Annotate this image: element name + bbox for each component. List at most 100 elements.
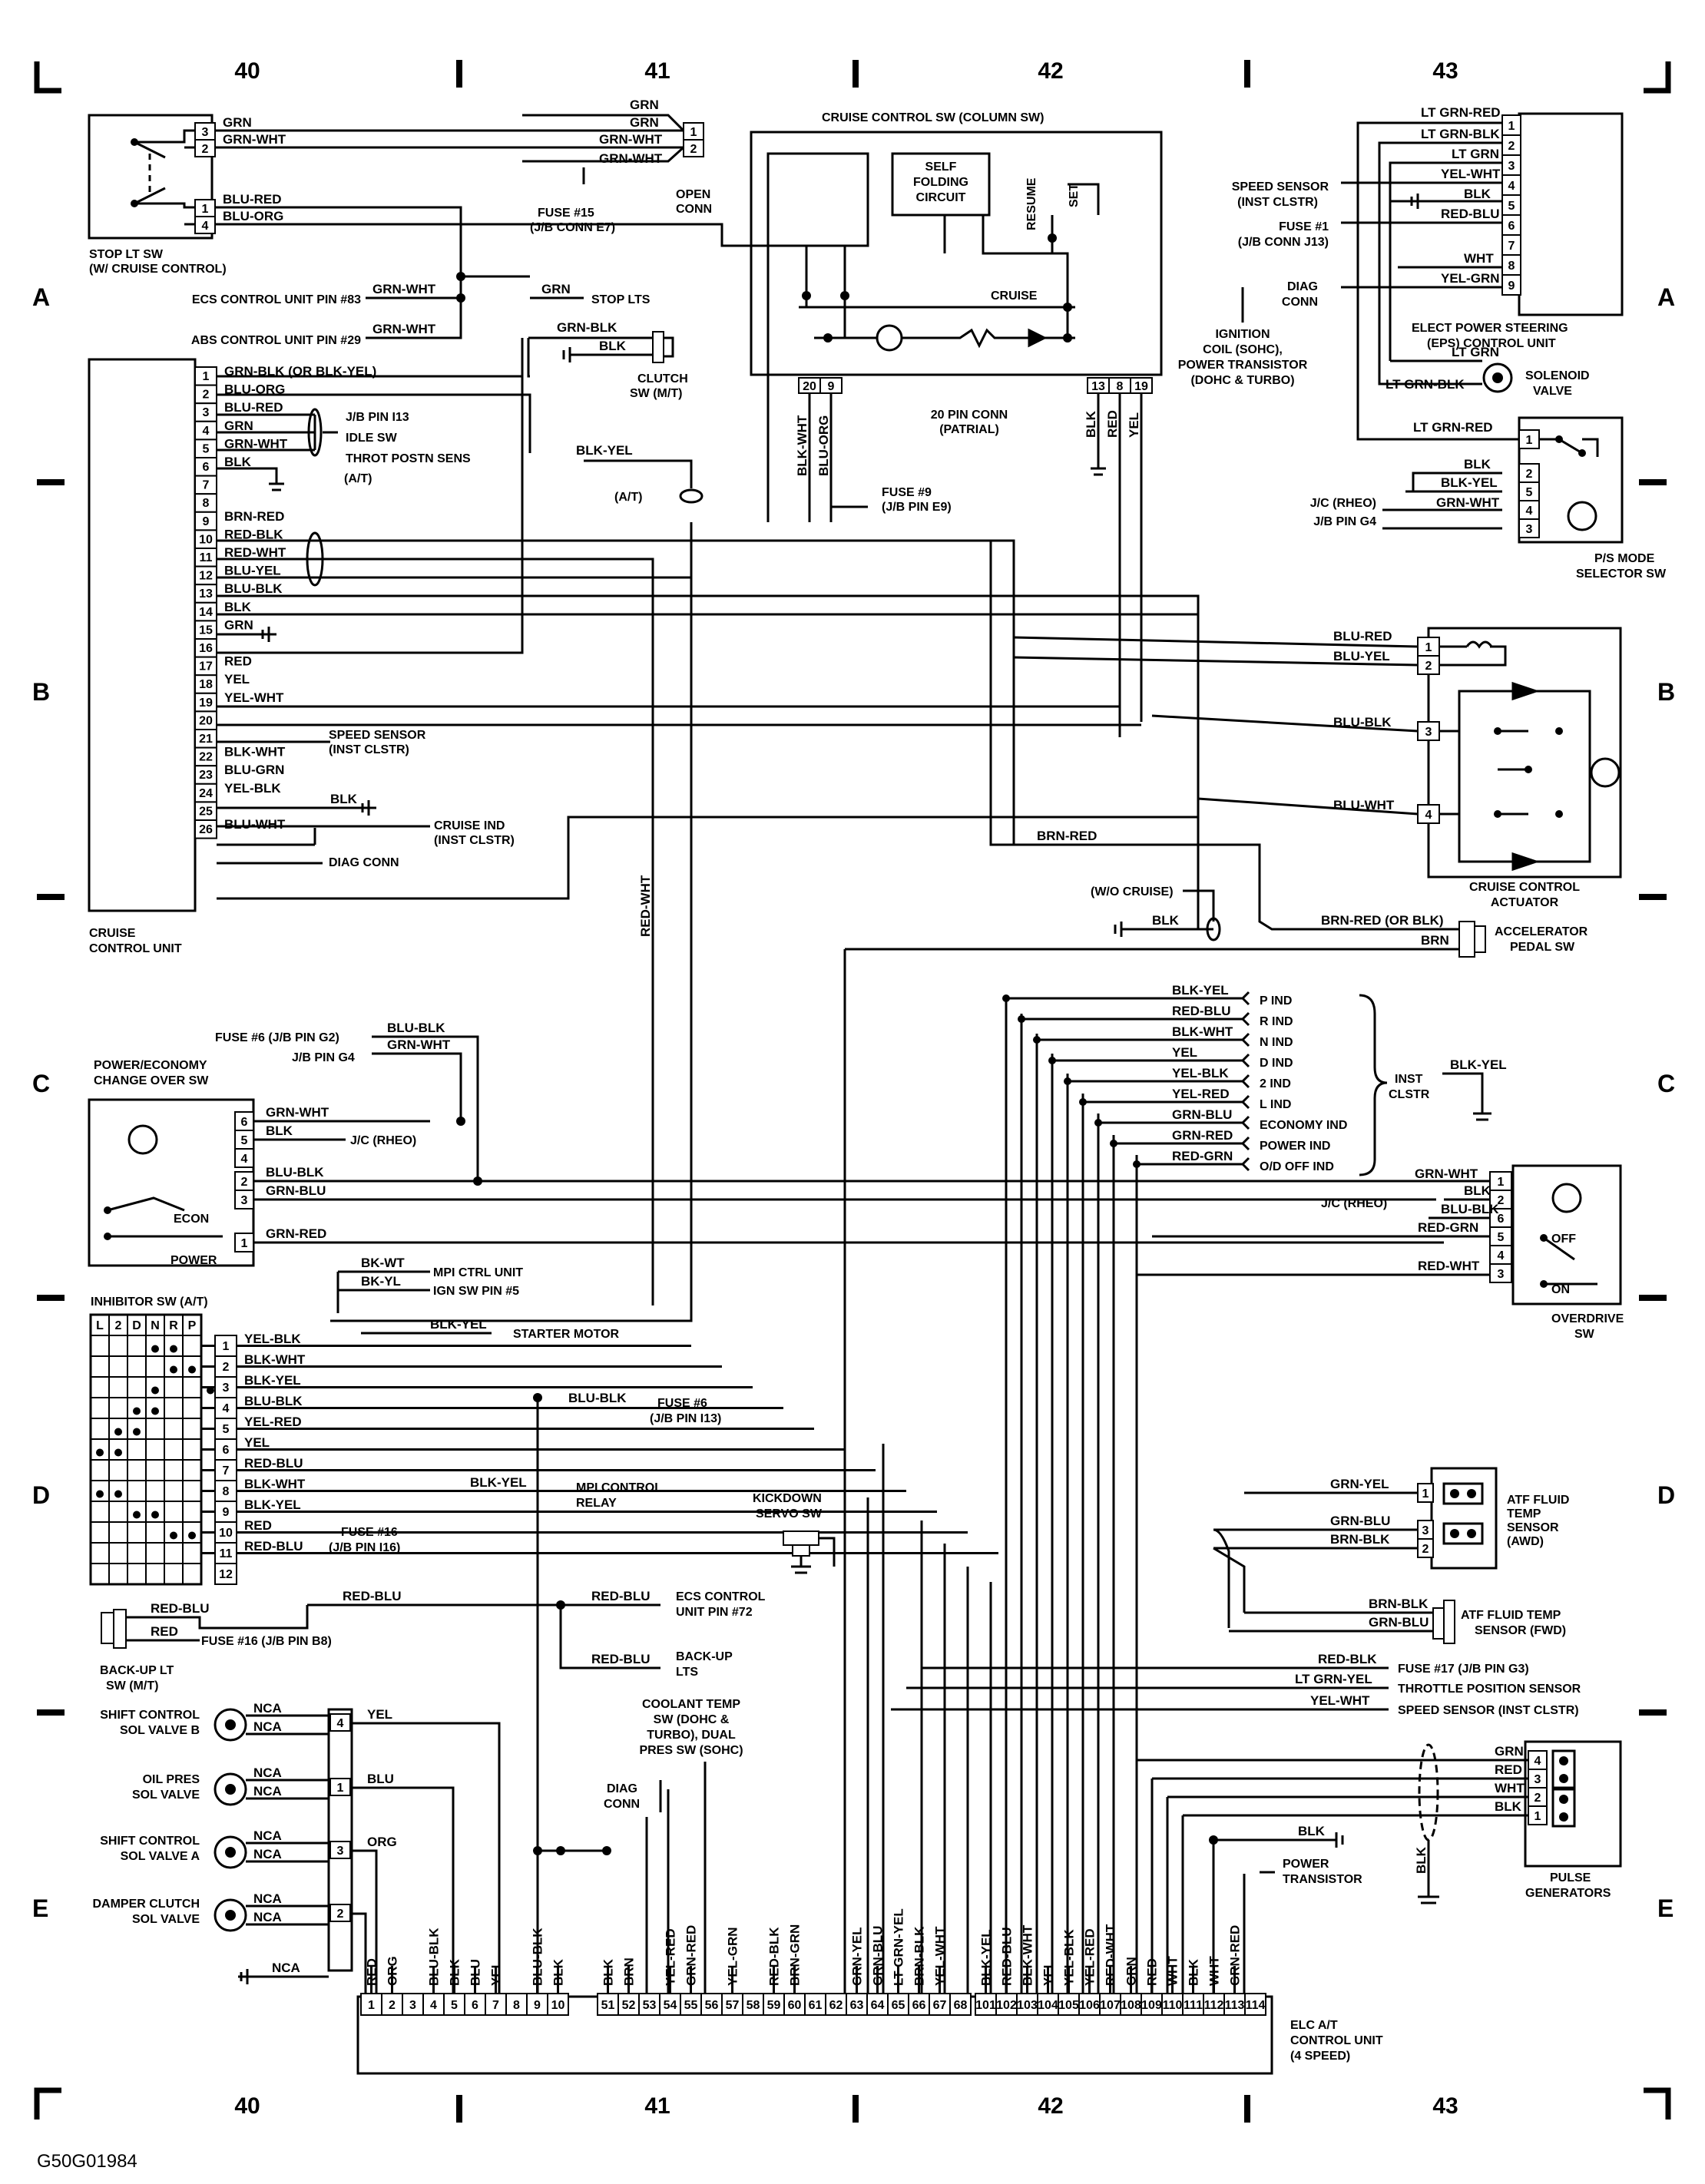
svg-text:CIRCUIT: CIRCUIT [916, 191, 966, 204]
pin-number: 65 [892, 1999, 905, 2012]
svg-text:2: 2 [1534, 1792, 1541, 1805]
svg-text:SPEED SENSOR: SPEED SENSOR [329, 729, 426, 742]
svg-text:GRN: GRN [223, 115, 252, 130]
svg-text:SET: SET [1068, 184, 1081, 207]
column-label: 41 [644, 58, 670, 84]
mid-wires-a: RED-WHT (A/T) BLK-YEL [330, 443, 704, 1322]
pin-number: 6 [1498, 1213, 1505, 1226]
svg-text:SPEED SENSOR: SPEED SENSOR [1232, 180, 1329, 194]
svg-text:BLU-ORG: BLU-ORG [223, 209, 283, 223]
gear-position-label: 2 [115, 1319, 122, 1332]
pin-number: 102 [996, 1999, 1017, 2012]
svg-text:BLU-BLK: BLU-BLK [1333, 715, 1392, 730]
svg-text:SW: SW [1574, 1328, 1595, 1341]
pin-number: 9 [534, 1999, 541, 2012]
wire-label: BLU [468, 1959, 483, 1986]
pin-number: 5 [223, 1423, 230, 1436]
svg-text:RED-BLK: RED-BLK [1318, 1652, 1377, 1666]
svg-text:SERVO SW: SERVO SW [756, 1507, 823, 1521]
svg-text:CONN: CONN [1282, 296, 1318, 309]
wire-label: GRN-BLK (OR BLK-YEL) [224, 364, 376, 379]
solenoid-valve: LT GRN LT GRN-BLK SOLENOID VALVE [1386, 345, 1590, 398]
pin-number: 67 [933, 1999, 947, 2012]
wire-label: RED-BLK [224, 527, 283, 541]
svg-text:J/B PIN G4: J/B PIN G4 [292, 1051, 355, 1064]
connector-pin [1501, 254, 1521, 276]
wire-label: RED-GRN [1172, 1149, 1233, 1163]
pin-number: 8 [203, 497, 210, 510]
svg-text:BLU-YEL: BLU-YEL [1333, 649, 1390, 663]
svg-text:RED: RED [1105, 410, 1120, 438]
component-label: OPEN [676, 188, 710, 201]
svg-text:YEL-GRN: YEL-GRN [1441, 271, 1500, 286]
svg-text:GRN-YEL: GRN-YEL [1330, 1477, 1389, 1491]
backup-light-switch: RED-BLU RED FUSE #16 (J/B PIN B8) BACK-U… [100, 1601, 332, 1693]
svg-text:ACTUATOR: ACTUATOR [1491, 896, 1559, 909]
svg-text:BLK: BLK [1464, 1183, 1491, 1198]
svg-text:BK-YL: BK-YL [361, 1274, 401, 1289]
svg-text:GRN-WHT: GRN-WHT [372, 322, 436, 336]
svg-text:O/D OFF IND: O/D OFF IND [1260, 1160, 1334, 1173]
pin-number: 13 [199, 587, 213, 601]
pin-number: 1 [1498, 1176, 1505, 1189]
svg-text:COIL (SOHC),: COIL (SOHC), [1203, 343, 1283, 356]
wire-label: YEL [224, 672, 250, 687]
wire-label: RED [244, 1518, 272, 1533]
svg-text:5: 5 [1526, 486, 1533, 499]
svg-text:CONTROL UNIT: CONTROL UNIT [89, 942, 182, 955]
svg-text:BACK-UP: BACK-UP [676, 1650, 733, 1663]
wire-label: RED-BLU [244, 1456, 303, 1471]
svg-text:P/S MODE: P/S MODE [1594, 552, 1655, 565]
svg-text:GRN-WHT: GRN-WHT [387, 1037, 451, 1052]
svg-text:STOP LTS: STOP LTS [591, 293, 651, 306]
pin-number: 23 [199, 769, 213, 782]
clutch-switch: GRN-BLK BLK CLUTCH SW (M/T) [527, 320, 688, 400]
svg-text:MPI CTRL UNIT: MPI CTRL UNIT [433, 1266, 523, 1279]
svg-text:ACCELERATOR: ACCELERATOR [1495, 925, 1588, 938]
pin-number: 5 [451, 1999, 458, 2012]
contact-dot [151, 1345, 159, 1353]
contact-dot [114, 1428, 122, 1436]
svg-text:(A/T): (A/T) [344, 472, 372, 485]
svg-text:ABS CONTROL UNIT PIN #29: ABS CONTROL UNIT PIN #29 [191, 334, 361, 347]
svg-text:CRUISE CONTROL: CRUISE CONTROL [1469, 881, 1580, 894]
wire-label: YEL-GRN [726, 1928, 740, 1987]
pin-number: 16 [199, 642, 213, 655]
svg-text:(J/B PIN E9): (J/B PIN E9) [882, 501, 952, 514]
wire-label: BLK-WHT [244, 1352, 306, 1367]
pin-number: 106 [1079, 1999, 1100, 2012]
svg-text:1: 1 [690, 126, 697, 139]
svg-text:IDLE SW: IDLE SW [346, 432, 398, 445]
svg-text:4: 4 [337, 1717, 344, 1730]
callout: FUSE #15 [538, 207, 594, 220]
svg-text:SHIFT CONTROL: SHIFT CONTROL [100, 1709, 200, 1722]
svg-text:1: 1 [1534, 1810, 1541, 1823]
wire-label: BRN [622, 1957, 637, 1986]
pin-number: 56 [705, 1999, 719, 2012]
wire-label: GRN-WHT [224, 436, 288, 451]
svg-text:3: 3 [202, 126, 209, 139]
wire-label: RED-BLK [767, 1927, 782, 1986]
pin-number: 53 [643, 1999, 657, 2012]
frame-markers [34, 60, 1671, 2123]
pin-number: 4 [203, 425, 210, 438]
atf-sensor-awd: 1 3 2 ATF FLUID TEMP SENSOR (AWD) GRN-YE… [1213, 1467, 1569, 1570]
pin-number: 4 [241, 1153, 248, 1166]
pin-number: 4 [1508, 180, 1515, 193]
svg-text:SELF: SELF [925, 160, 957, 174]
svg-text:NCA: NCA [272, 1961, 300, 1975]
column-label: 43 [1432, 58, 1458, 84]
svg-text:LT GRN-BLK: LT GRN-BLK [1421, 127, 1500, 141]
svg-text:BLU-BLK: BLU-BLK [266, 1165, 324, 1180]
wire-label: BLU-BLK [244, 1394, 303, 1408]
pin-number: 113 [1225, 1999, 1245, 2012]
svg-text:P IND: P IND [1260, 994, 1292, 1008]
svg-text:2: 2 [1422, 1543, 1429, 1556]
wire-label: NCA [253, 1910, 282, 1924]
svg-text:COOLANT TEMP: COOLANT TEMP [642, 1698, 740, 1711]
pin-number: 6 [1508, 220, 1515, 233]
svg-text:BLK: BLK [1084, 410, 1098, 438]
wire-label: GRN [224, 419, 253, 433]
fuse17-tps-speed: RED-BLK LT GRN-YEL YEL-WHT FUSE #17 (J/B… [891, 1652, 1581, 1717]
